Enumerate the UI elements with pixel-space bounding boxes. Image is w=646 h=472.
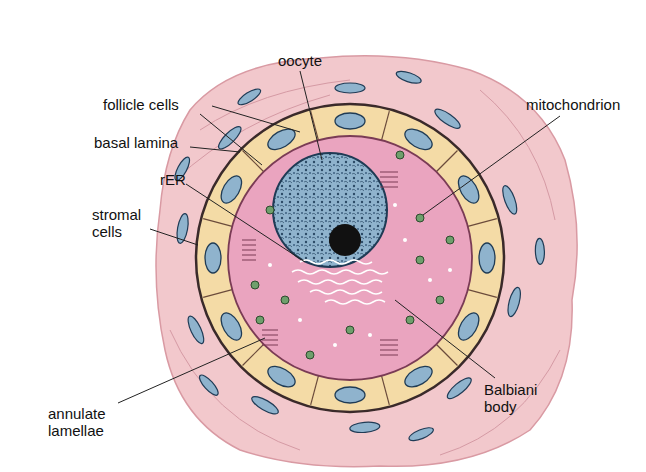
oocyte-nucleus <box>273 153 387 267</box>
basal-lamina <box>196 104 504 412</box>
rer-balbiani <box>292 260 388 304</box>
part-label: rER <box>160 171 200 188</box>
follicle-cell-borders <box>203 111 497 405</box>
vesicles <box>268 203 452 347</box>
part-label: oocyte <box>268 52 332 69</box>
part-label: mitochondrion <box>526 96 638 113</box>
annulate-lamellae <box>242 172 398 355</box>
part-label: annulate lamellae <box>48 405 128 439</box>
stroma <box>156 56 577 467</box>
stroma-fibers <box>170 80 560 455</box>
leader-lines <box>118 71 560 403</box>
part-label: stromal cells <box>92 206 154 240</box>
part-label: follicle cells <box>103 96 213 113</box>
mitochondria <box>251 151 454 359</box>
oocyte-cytoplasm <box>228 136 472 380</box>
nucleolus <box>329 224 361 256</box>
part-label: Balbiani body <box>484 381 556 415</box>
part-label: basal lamina <box>94 134 194 151</box>
follicle-cell-nuclei <box>205 113 495 403</box>
